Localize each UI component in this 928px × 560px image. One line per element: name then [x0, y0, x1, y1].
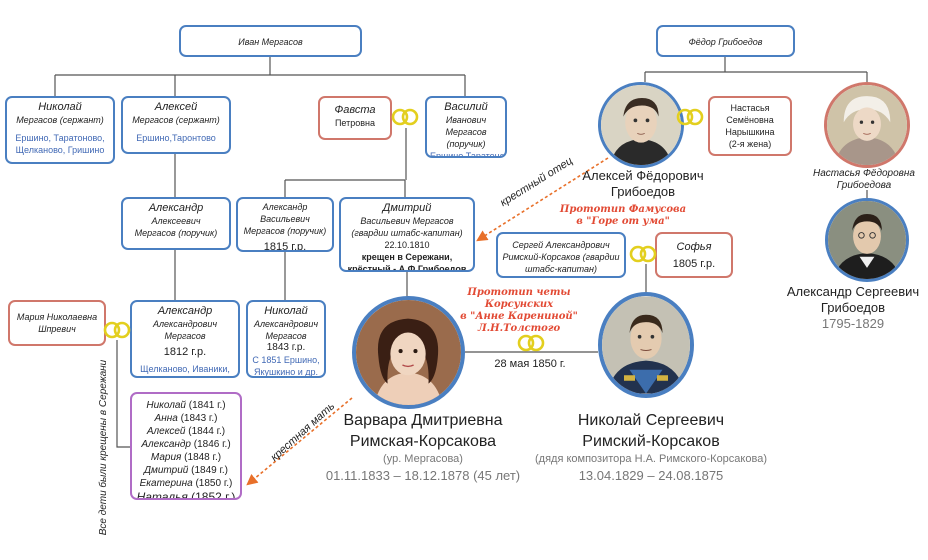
person-name: Иван Мергасов: [238, 37, 303, 47]
birth-year: 1815 г.р.: [263, 241, 307, 252]
child-entry: Мария (1848 г.): [150, 452, 222, 463]
child-entry: Дмитрий (1849 г.): [143, 465, 229, 476]
sergei-rimsky-korsakov-box: Сергей Александрович Римский-Корсаков (г…: [496, 232, 626, 278]
child-entry: Александр (1846 г.): [141, 439, 231, 450]
estates: Щелканово, Иваники, Азарово,Таратоново: [140, 364, 230, 374]
person-title: Васильевич Мергасов (гвардии штабс-капит…: [351, 216, 463, 238]
aleksandr-griboedov-caption: Александр Сергеевич Грибоедов 1795-1829: [786, 284, 920, 331]
person-surname: Мергасов: [265, 331, 307, 341]
aleksei-mergasov-box: Алексей Мергасов (сержант) Ершино,Таронт…: [121, 96, 231, 154]
children-list-box: Николай (1841 г.) Анна (1843 г.) Алексей…: [130, 392, 242, 500]
name-line-3: Нарышкина: [725, 127, 775, 137]
name-line-2: Семёновна: [726, 115, 774, 125]
aleksandr-vasilevich-box: Александр Васильевич Мергасов (поручик) …: [236, 197, 334, 252]
nikolai-rimsky-korsakov-caption: Николай Сергеевич Римский-Корсаков (дядя…: [535, 412, 767, 483]
birth-date: 22.10.1810: [384, 240, 430, 250]
child-entry: Екатерина (1850 г.): [139, 478, 233, 489]
child-entry: Наталья (1852 г.): [136, 490, 236, 500]
person-name: Василий: [444, 101, 488, 113]
person-name: Николай: [264, 305, 308, 317]
birth-year: 1805 г.р.: [672, 258, 716, 270]
baptism-note: крещен в Сережани, крёстный - А.Ф.Грибое…: [347, 252, 467, 272]
nastasya-griboedova-caption: Настасья Фёдоровна Грибоедова: [813, 168, 915, 191]
person-patronymic: Алексеевич: [151, 216, 201, 226]
person-name: Мария Николаевна: [16, 312, 98, 322]
aleksandr-aleksandrovich-box: Александр Александрович Мергасов 1812 г.…: [130, 300, 240, 378]
sofya-box: Софья 1805 г.р.: [655, 232, 733, 278]
person-patronymic: Васильевич: [260, 214, 310, 224]
person-title: Римский-Корсаков (гвардии штабс-капитан): [502, 252, 620, 274]
maria-shprevich-box: Мария Николаевна Шпревич: [8, 300, 106, 346]
wedding-rings-icon: [103, 321, 131, 339]
estates: Ершино,Таронтово: [136, 133, 216, 143]
person-title: Иванович Мергасов (поручик): [445, 115, 487, 149]
dmitrii-mergasov-box: Дмитрий Васильевич Мергасов (гвардии шта…: [339, 197, 475, 272]
varvara-portrait: [352, 296, 465, 409]
birth-year: 1843 г.р.: [266, 342, 306, 353]
nikolai-aleksandrovich-box: Николай Александрович Мергасов 1843 г.р.…: [246, 300, 326, 378]
name-line-4: (2-я жена): [728, 139, 772, 149]
wedding-rings-icon: [517, 334, 545, 352]
nikolai-rimsky-korsakov-portrait: [598, 292, 694, 398]
person-patronymic: Александрович: [253, 319, 319, 329]
person-title: Мергасов (сержант): [16, 115, 104, 125]
aleksandr-alekseevich-box: Александр Алексеевич Мергасов (поручик): [121, 197, 231, 250]
child-entry: Алексей (1844 г.): [146, 426, 226, 437]
nastasya-naryshkina-box: Настасья Семёновна Нарышкина (2-я жена): [708, 96, 792, 156]
person-surname: Мергасов: [164, 331, 206, 341]
person-name: Александр: [262, 202, 308, 212]
fedor-griboedov-box: Фёдор Грибоедов: [656, 25, 795, 57]
children-baptized-label: Все дети были крещены в Сережани: [98, 359, 110, 536]
wedding-date: 28 мая 1850 г.: [494, 358, 566, 370]
person-name: Фавста: [334, 104, 376, 116]
aleksandr-griboedov-portrait: [825, 198, 909, 282]
estates: Ершино,Таратоново, Якушкино: [430, 151, 505, 158]
varvara-caption: Варвара Дмитриевна Римская-Корсакова (ур…: [325, 412, 521, 483]
person-name: Алексей: [154, 101, 198, 113]
name-line-1: Настасья: [730, 103, 770, 113]
ivan-mergasov-box: Иван Мергасов: [179, 25, 362, 57]
nastasya-griboedova-portrait: [824, 82, 910, 168]
aleksei-griboedov-portrait: [598, 82, 684, 168]
child-entry: Николай (1841 г.): [146, 400, 226, 411]
person-name: Фёдор Грибоедов: [688, 37, 763, 47]
vasilii-mergasov-box: Василий Иванович Мергасов (поручик) Ерши…: [425, 96, 507, 158]
wedding-rings-icon: [391, 108, 419, 126]
aleksei-griboedov-caption: Алексей Фёдорович Грибоедов: [582, 168, 704, 199]
birth-year: 1812 г.р.: [163, 346, 207, 358]
person-patronymic: Александрович: [152, 319, 218, 329]
karenina-prototype-note: Прототип четы Корсунских в "Анне Каренин…: [460, 287, 578, 334]
person-title: Мергасов (сержант): [132, 115, 220, 125]
person-name: Сергей Александрович: [512, 240, 610, 250]
wedding-rings-icon: [676, 108, 704, 126]
favsta-petrovna-box: Фавста Петровна: [318, 96, 392, 140]
nikolai-mergasov-box: Николай Мергасов (сержант) Ершино, Тарат…: [5, 96, 115, 164]
person-name: Софья: [676, 241, 712, 253]
estates: С 1851 Ершино, Якушкино и др.: [252, 355, 320, 377]
person-surname: Шпревич: [38, 324, 76, 334]
famusov-prototype-note: Прототип Фамусова в "Горе от ума": [559, 204, 687, 227]
person-patronymic: Петровна: [334, 118, 376, 128]
person-name: Николай: [38, 101, 82, 113]
wedding-rings-icon: [629, 245, 657, 263]
person-name: Александр: [148, 202, 204, 214]
estates: Ершино, Таратоново, Щелканово, Гришино: [15, 133, 105, 155]
child-entry: Анна (1843 г.): [154, 413, 218, 424]
person-name: Александр: [157, 305, 213, 317]
person-title: Мергасов (поручик): [134, 228, 218, 238]
person-name: Дмитрий: [382, 202, 432, 214]
person-title: Мергасов (поручик): [243, 226, 327, 236]
